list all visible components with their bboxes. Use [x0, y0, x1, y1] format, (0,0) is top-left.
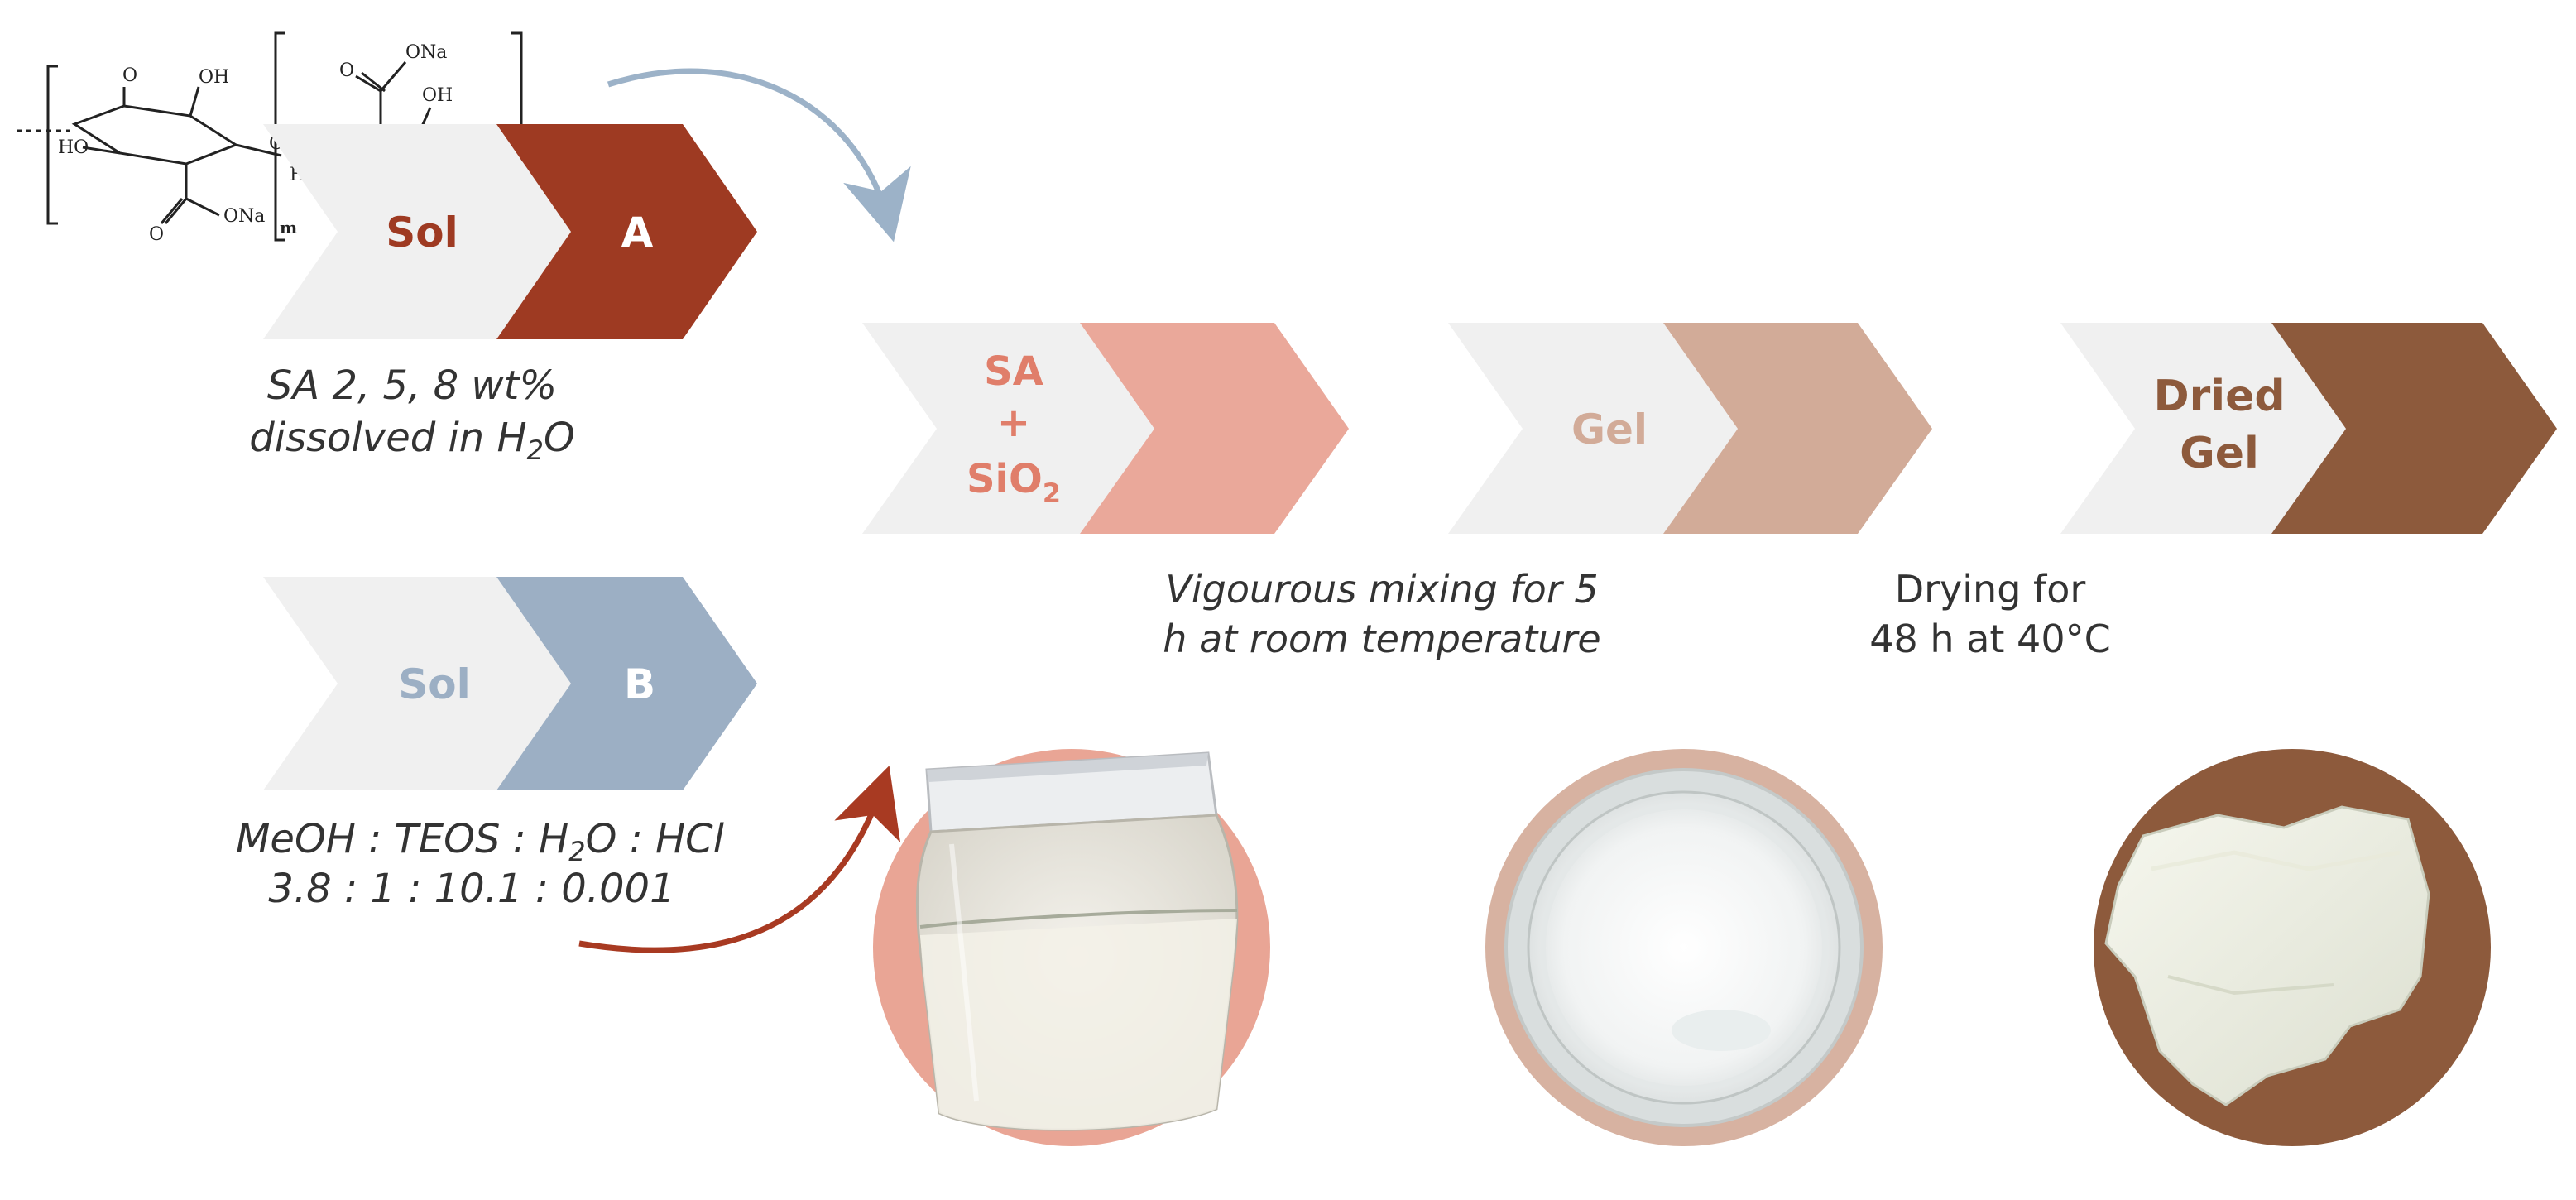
dried-light-segment: [2060, 323, 2346, 534]
oh-label-2: OH: [422, 85, 453, 106]
o-label-1: O: [122, 65, 137, 86]
sol-b-word: Sol: [398, 660, 471, 708]
o-label-2: O: [149, 224, 164, 245]
mix-label-sio2: SiO2: [967, 456, 1061, 509]
dried-dark-segment: [2271, 323, 2557, 534]
sol-b-dark-segment: [496, 577, 757, 790]
sol-a-letter: A: [621, 209, 654, 257]
mix-light-segment: [862, 323, 1154, 534]
sol-b-letter: B: [624, 660, 655, 708]
mix-chevron: SA + SiO2: [862, 323, 1349, 534]
dried-label-line2: Gel: [2180, 429, 2259, 478]
ona-label-1: ONa: [223, 206, 265, 227]
sol-a-caption-line2: dissolved in H2O: [249, 415, 574, 466]
gel-label: Gel: [1571, 406, 1648, 454]
dried-gel-photo: [2094, 749, 2491, 1146]
mix-label-plus: +: [997, 400, 1030, 446]
gel-dish-photo: [1485, 749, 1883, 1146]
arrow-sol-a-to-mix: [607, 68, 911, 242]
mixing-caption-line1: Vigourous mixing for 5: [1165, 567, 1598, 612]
sol-b-caption: MeOH : TEOS : H2O : HCl 3.8 : 1 : 10.1 :…: [236, 816, 725, 912]
mix-dark-segment: [1080, 323, 1349, 534]
dried-gel-chevron: Dried Gel: [2060, 323, 2557, 534]
gel-dark-segment: [1663, 323, 1932, 534]
sol-a-chevron: Sol A: [263, 124, 757, 339]
sol-b-light-segment: [263, 577, 571, 790]
o-label-4: O: [339, 60, 354, 81]
dried-gel-solid: [2104, 805, 2430, 1106]
ona-label-2: ONa: [405, 42, 447, 63]
drying-caption-line2: 48 h at 40°C: [1869, 617, 2110, 661]
sol-a-caption: SA 2, 5, 8 wt% dissolved in H2O: [249, 362, 574, 466]
sol-a-word: Sol: [386, 209, 458, 257]
sol-b-caption-line2: 3.8 : 1 : 10.1 : 0.001: [268, 866, 674, 912]
ho-label-1: HO: [58, 137, 89, 158]
mixing-caption-line2: h at room temperature: [1163, 617, 1600, 661]
dried-label-line1: Dried: [2153, 372, 2285, 421]
gel-chevron: Gel: [1448, 323, 1932, 534]
arrow-sol-b-to-mix: [578, 766, 901, 953]
mixing-caption: Vigourous mixing for 5 h at room tempera…: [1163, 567, 1600, 661]
sol-b-caption-line1: MeOH : TEOS : H2O : HCl: [236, 816, 725, 867]
mix-label-sa: SA: [984, 348, 1043, 395]
drying-caption: Drying for 48 h at 40°C: [1869, 567, 2110, 661]
oh-label-1: OH: [199, 67, 229, 88]
sol-a-dark-segment: [496, 124, 757, 339]
sol-a-caption-line1: SA 2, 5, 8 wt%: [267, 362, 557, 409]
drying-caption-line1: Drying for: [1895, 567, 2086, 612]
gel-light-segment: [1448, 323, 1738, 534]
repeat-m-label: m: [280, 218, 297, 238]
sol-a-light-segment: [263, 124, 571, 339]
sol-b-chevron: Sol B: [263, 577, 757, 790]
mixture-jar-photo: [873, 749, 1270, 1146]
